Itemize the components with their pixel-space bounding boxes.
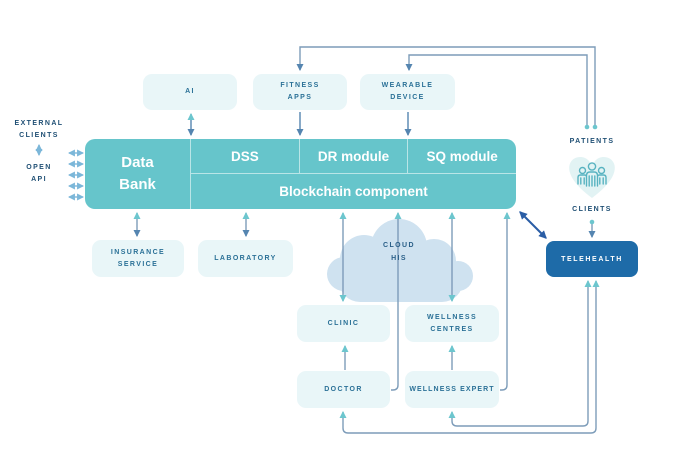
external-clients-line1: EXTERNAL xyxy=(14,120,64,127)
node-wellness-expert: WELLNESS EXPERT xyxy=(405,371,499,408)
wearable-device-line1: WEARABLE xyxy=(381,82,434,90)
insurance-line2: SERVICE xyxy=(117,260,159,268)
patients-label: PATIENTS xyxy=(569,138,615,145)
heart-people-icon xyxy=(569,157,615,198)
wearable-device-line2: DEVICE xyxy=(390,94,425,101)
cell-sq-module: SQ module xyxy=(407,139,516,173)
data-bank-line2: Bank xyxy=(119,176,156,193)
node-ai: AI xyxy=(143,74,237,110)
cloud-his-label: CLOUD HIS xyxy=(359,240,439,265)
cell-data-bank: Data Bank xyxy=(85,139,191,209)
external-clients-line2: CLIENTS xyxy=(19,131,59,139)
telehealth-label: TELEHEALTH xyxy=(561,255,623,263)
clients-label: CLIENTS xyxy=(572,206,612,213)
fitness-apps-line1: FITNESS xyxy=(280,82,320,90)
node-laboratory: LABORATORY xyxy=(198,240,293,277)
open-api-line1: OPEN xyxy=(26,164,52,171)
laboratory-label: LABORATORY xyxy=(214,254,277,262)
doctor-label: DOCTOR xyxy=(324,385,363,393)
ai-label: AI xyxy=(185,88,195,96)
wellness-centres-line2: CENTRES xyxy=(430,325,474,333)
wellness-centres-line1: WELLNESS xyxy=(426,313,478,321)
connector-telehealth-doctor xyxy=(339,279,600,434)
cell-dr-module: DR module xyxy=(298,139,408,173)
wellness-expert-label: WELLNESS EXPERT xyxy=(409,385,495,393)
node-fitness-apps: FITNESS APPS xyxy=(253,74,347,110)
cloud-line2: HIS xyxy=(391,254,407,262)
cloud-line1: CLOUD xyxy=(383,242,415,249)
data-bank-line1: Data xyxy=(121,154,154,172)
connector-core-wellness-expert xyxy=(500,211,511,391)
node-telehealth: TELEHEALTH xyxy=(546,241,638,277)
node-doctor: DOCTOR xyxy=(297,371,390,408)
clinic-label: CLINIC xyxy=(327,319,360,327)
cell-dss: DSS xyxy=(230,148,259,164)
fitness-apps-line2: APPS xyxy=(287,94,313,101)
people-group-icon xyxy=(577,162,607,187)
node-wearable-device: WEARABLE DEVICE xyxy=(360,74,455,110)
external-clients-label: EXTERNAL CLIENTS xyxy=(6,118,72,141)
open-api-line2: API xyxy=(31,175,47,183)
node-clinic: CLINIC xyxy=(297,305,390,342)
node-wellness-centres: WELLNESS CENTRES xyxy=(405,305,499,342)
node-insurance-service: INSURANCE SERVICE xyxy=(92,240,184,277)
insurance-line1: INSURANCE xyxy=(110,248,166,256)
connector-core-telehealth xyxy=(519,211,547,239)
cell-blockchain-component: Blockchain component xyxy=(279,184,428,199)
core-block: Data Bank DSS DR module SQ module Blockc… xyxy=(85,139,516,209)
open-api-label: OPEN API xyxy=(6,162,72,185)
